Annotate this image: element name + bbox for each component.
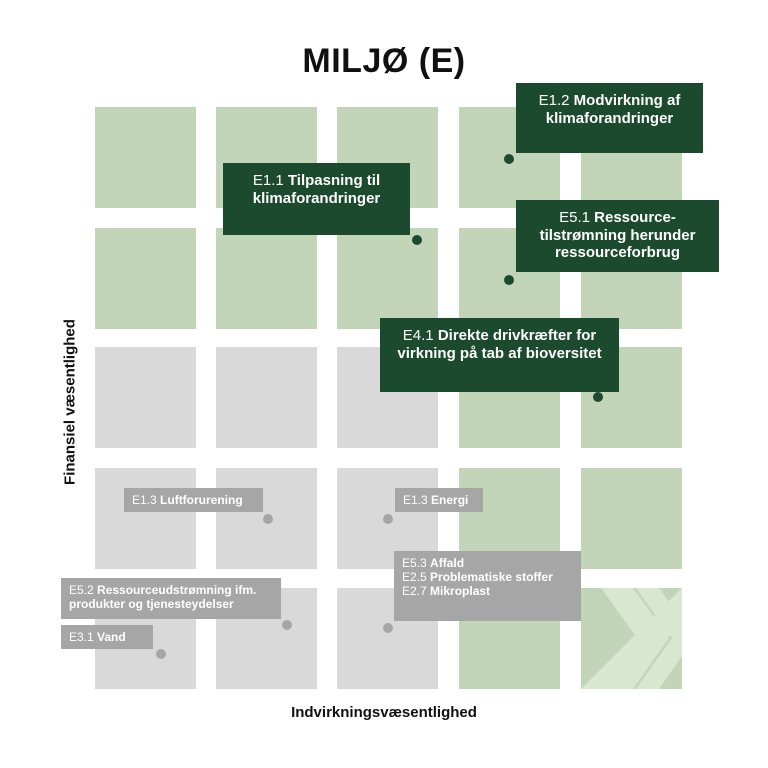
topic-code: E5.1: [559, 209, 595, 226]
topic-code: E5.3: [402, 556, 431, 570]
topic-entry: E5.2 Ressourceudstrømning ifm. produkter…: [69, 583, 273, 611]
material-topic-marker: [593, 392, 603, 402]
matrix-cell: [216, 228, 317, 329]
non-material-topic-marker: [156, 649, 166, 659]
topic-code: E1.3: [403, 493, 432, 507]
non-material-topic-label: E3.1 Vand: [61, 625, 153, 650]
matrix-cell: [95, 468, 196, 569]
topic-entry: E1.3 Luftforurening: [132, 493, 255, 507]
matrix-cell: [337, 228, 438, 329]
topic-code: E1.2: [538, 92, 574, 109]
y-axis-label: Finansiel væsentlighed: [61, 319, 79, 485]
topic-text: Modvirkning af klimaforandringer: [545, 92, 681, 127]
non-material-topic-marker: [383, 623, 393, 633]
topic-text: Mikroplast: [430, 584, 491, 599]
material-topic-marker: [504, 275, 514, 285]
chevron-logo-icon: [581, 588, 682, 689]
topic-text: Direkte drivkræfter for virkning på tab …: [397, 327, 602, 362]
non-material-topic-marker: [383, 514, 393, 524]
non-material-topic-marker: [282, 620, 292, 630]
matrix-cell: [581, 468, 682, 569]
material-topic-marker: [412, 235, 422, 245]
topic-text: Ressourceudstrømning ifm. produkter og t…: [69, 583, 257, 612]
matrix-cell: [216, 347, 317, 448]
non-material-topic-label: E1.3 Luftforurening: [124, 488, 263, 513]
topic-code: E3.1: [69, 630, 98, 644]
topic-text: Vand: [97, 630, 126, 644]
matrix-cell: [95, 228, 196, 329]
material-topic-label: E1.1 Tilpasning til klimaforandringer: [223, 163, 410, 235]
material-topic-label: E5.1 Ressource-tilstrømning herunder res…: [516, 200, 719, 272]
topic-code: E4.1: [402, 327, 438, 344]
non-material-topic-label: E5.2 Ressourceudstrømning ifm. produkter…: [61, 578, 281, 619]
non-material-topic-label: E1.3 Energi: [395, 488, 483, 513]
topic-code: E2.5: [402, 570, 431, 585]
matrix-cell: [95, 347, 196, 448]
x-axis-label: Indvirkningsvæsentlighed: [291, 704, 477, 721]
topic-entry: E1.3 Energi: [403, 493, 475, 507]
matrix-cell: [95, 107, 196, 208]
topic-code: E1.1: [252, 172, 288, 189]
topic-entry: E5.3 Affald: [402, 556, 573, 570]
topic-code: E2.7: [402, 584, 431, 599]
topic-code: E1.3: [132, 493, 161, 507]
topic-text: Problematiske stoffer: [430, 570, 553, 585]
topic-text: Ressource-tilstrømning herunder ressourc…: [539, 209, 696, 262]
material-topic-label: E4.1 Direkte drivkræfter for virkning på…: [380, 318, 619, 392]
topic-code: E5.2: [69, 583, 98, 597]
chart-title: MILJØ (E): [302, 42, 466, 80]
material-topic-marker: [504, 154, 514, 164]
topic-entry: E2.7 Mikroplast: [402, 584, 573, 598]
non-material-topic-marker: [263, 514, 273, 524]
topic-entry: E3.1 Vand: [69, 630, 145, 644]
topic-text: Tilpasning til klimaforandringer: [252, 172, 381, 207]
topic-text: Energi: [431, 493, 469, 507]
topic-text: Luftforurening: [160, 493, 243, 507]
topic-entry: E2.5 Problematiske stoffer: [402, 570, 573, 584]
topic-text: Affald: [430, 556, 465, 570]
matrix-cell-logo: [581, 588, 682, 689]
material-topic-label: E1.2 Modvirkning af klimaforandringer: [516, 83, 703, 153]
